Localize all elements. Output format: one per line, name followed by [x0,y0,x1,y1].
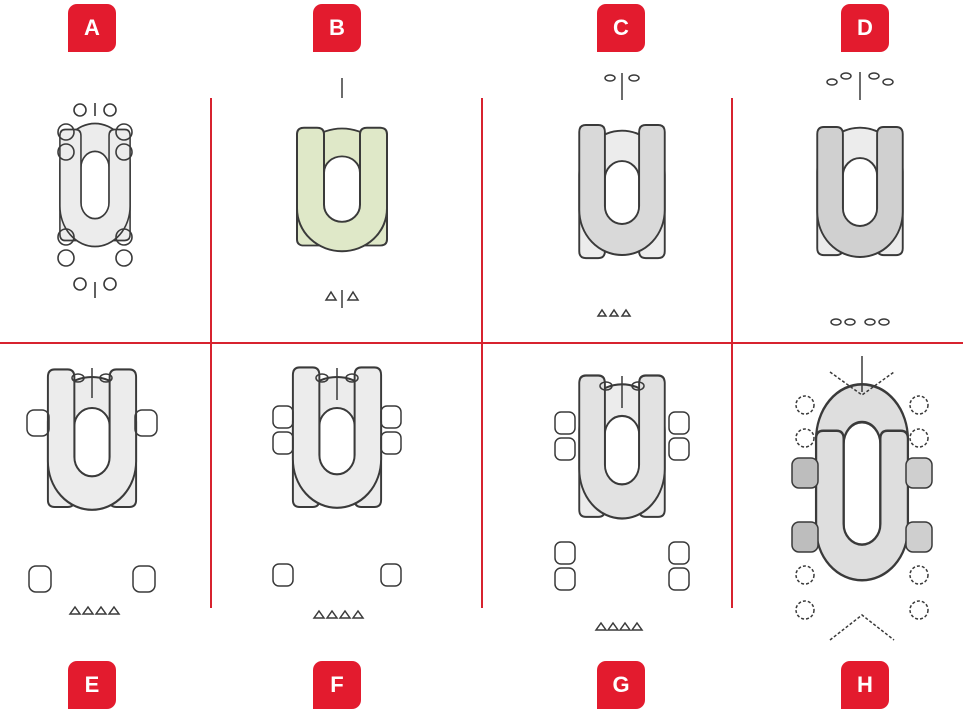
panel-g [555,376,689,631]
panel-d [817,72,903,325]
panel-h [792,356,932,640]
panel-e [27,368,157,614]
panel-b [297,78,387,308]
panel-a [58,103,132,298]
lower-arch [816,431,908,581]
panel-c [579,73,665,316]
panel-f [273,367,401,618]
